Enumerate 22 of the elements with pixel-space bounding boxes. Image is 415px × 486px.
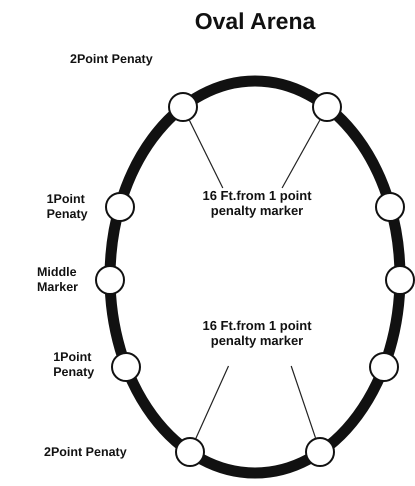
leader-line [290,366,316,438]
marker-label: Middle Marker [37,265,80,295]
marker-circle [104,192,135,222]
leader-line [195,366,230,439]
leader-line [188,120,224,188]
marker-circle [375,192,406,222]
marker-label: 1Point Penaty [46,192,89,222]
marker-circle [305,437,336,467]
marker-circle [368,352,399,382]
marker-circle [384,265,415,295]
distance-note: 16 Ft.from 1 point penalty marker [201,188,313,218]
marker-circle [174,437,205,467]
distance-note: 16 Ft.from 1 point penalty marker [201,318,313,348]
marker-label: 1Point Penaty [53,350,96,380]
marker-circle [111,352,142,382]
marker-label: 2Point Penaty [44,445,127,460]
marker-label: 2Point Penaty [70,52,153,67]
leader-line [282,120,320,188]
marker-circle [95,265,126,295]
marker-circle [168,92,198,122]
marker-circle [312,92,342,122]
title: Oval Arena [194,8,316,35]
